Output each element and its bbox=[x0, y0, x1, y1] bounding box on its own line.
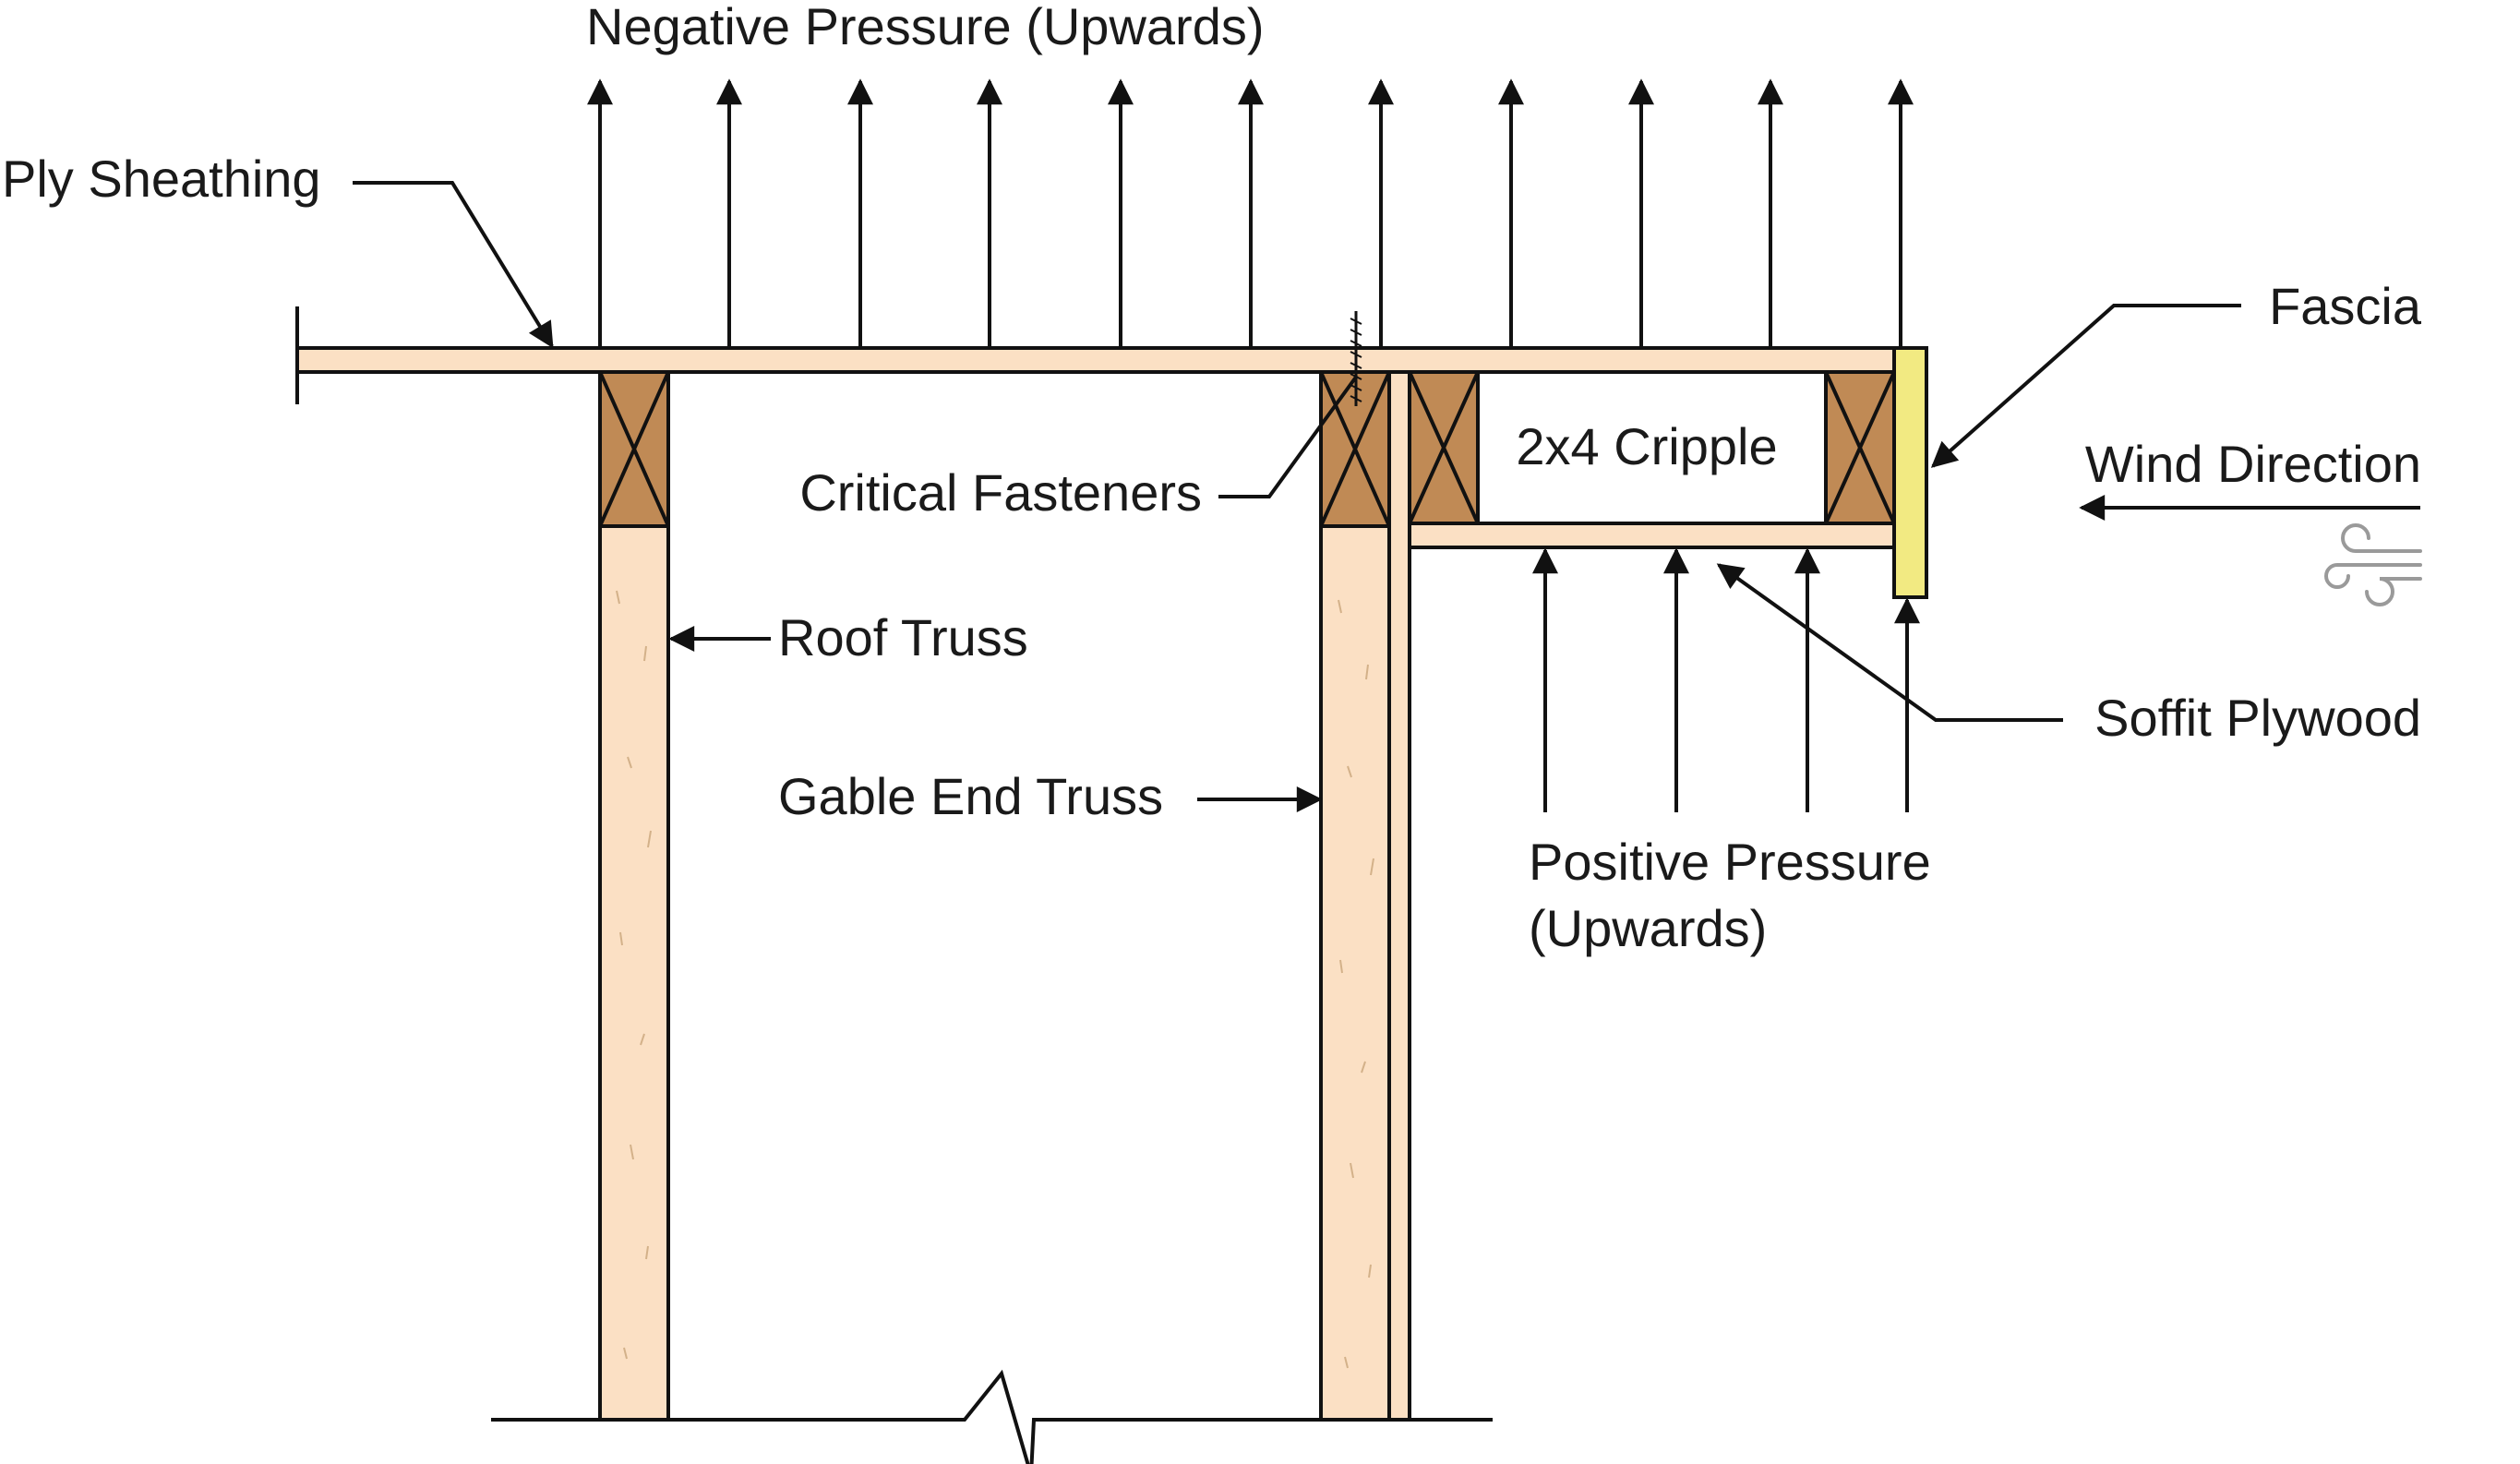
fascia-board bbox=[1892, 346, 1928, 599]
gable-end-truss-label: Gable End Truss bbox=[778, 767, 1163, 825]
ply-sheathing-leader bbox=[353, 181, 554, 349]
soffit-plywood-board bbox=[1408, 522, 1896, 549]
cripple-label: 2x4 Cripple bbox=[1516, 417, 1777, 475]
roof-truss-member bbox=[598, 524, 670, 1422]
fascia-label: Fascia bbox=[2269, 277, 2422, 335]
ply-sheathing-board bbox=[295, 346, 1928, 374]
soffit-plywood-leader bbox=[1716, 563, 2063, 722]
wind-direction-label: Wind Direction bbox=[2085, 435, 2421, 493]
gable-block-x2 bbox=[1319, 371, 1391, 527]
ply-sheathing-label: Ply Sheathing bbox=[2, 150, 321, 208]
outer-block-x2 bbox=[1824, 371, 1896, 524]
critical-fasteners-label: Critical Fasteners bbox=[799, 463, 1202, 522]
break-line-symbol bbox=[491, 1369, 1493, 1464]
soffit-plywood-label: Soffit Plywood bbox=[2094, 689, 2421, 747]
wind-icon bbox=[2324, 523, 2422, 606]
positive-pressure-arrows bbox=[1532, 547, 1920, 812]
roof-truss-label: Roof Truss bbox=[778, 608, 1028, 666]
inner-block-x2 bbox=[1408, 371, 1480, 524]
positive-pressure-label-line1: Positive Pressure bbox=[1529, 833, 1931, 891]
negative-pressure-arrows bbox=[587, 78, 1914, 348]
negative-pressure-label: Negative Pressure (Upwards) bbox=[586, 0, 1264, 55]
gable-end-truss-member bbox=[1319, 524, 1391, 1422]
fascia-leader bbox=[1930, 304, 2241, 468]
gable-end-sheathing bbox=[1387, 370, 1411, 1422]
roof-truss-block-x2 bbox=[598, 371, 670, 527]
positive-pressure-label-line2: (Upwards) bbox=[1529, 899, 1767, 957]
critical-fasteners-leader bbox=[1218, 374, 1359, 498]
